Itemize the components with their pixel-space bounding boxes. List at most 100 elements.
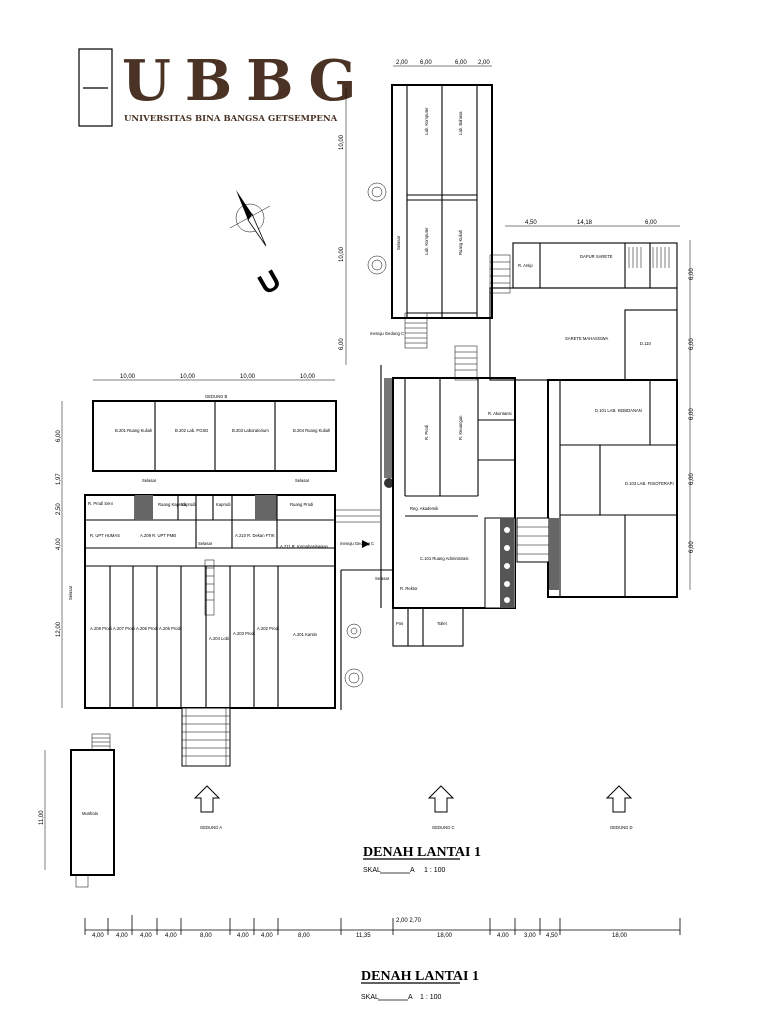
dim-text: 18,00 [612,933,628,939]
room-label: A.202 Prodi [257,626,279,631]
dim-text: 8,00 [298,933,310,939]
dim-text: 6,00 [645,220,657,226]
room-label: R. Arsip [518,263,533,268]
room-label: R. Prodi [424,425,429,440]
dim-text: 6,00 [339,338,345,350]
dim-text: 12,00 [56,621,62,637]
entrance-label: GEDUNG D [610,825,633,830]
room-label: B.203 Laboratorium [232,428,269,433]
room-label: R. Prodi Seni [88,501,113,506]
room-label: Selasar [68,585,73,600]
mushola-building: 11,00 Mushola [39,733,115,888]
scale-value: 1 : 100 [424,867,446,874]
dim-text: 6,00 [455,60,467,66]
dim-text: 4,00 [140,933,152,939]
room-label: Selasar [375,576,390,581]
room-label: B.204 Ruang Kuliah [293,428,331,433]
room-label: D.101 LAB. KEBIDANAN [595,408,642,413]
title-block-1: DENAH LANTAI 1 SKAL A 1 : 100 [363,845,481,874]
room-label: Pos [396,621,403,626]
north-letter: U [253,264,286,301]
room-label: A.204 Lobi [209,636,229,641]
room-label: R. UPT HUMAS [90,533,120,538]
scale-suffix-2: A [408,994,413,1001]
dim-text: 6,00 [689,268,695,280]
dim-text: 14,18 [577,220,593,226]
room-label: Ruang Kaprodi [158,502,186,507]
direction-label: menuju Gedung C [370,331,404,336]
room-label: A.206 Prodi [136,626,158,631]
logo-university-name: UNIVERSITAS BINA BANGSA GETSEMPENA [124,114,338,124]
ubbg-logo: UBBG UNIVERSITAS BINA BANGSA GETSEMPENA [78,48,370,127]
room-label: Lab. Komputer [424,227,429,255]
dim-text: 8,00 [200,933,212,939]
entrance-label: GEDUNG A [200,825,222,830]
room-label: R. Keuangan [458,415,463,440]
plan-title: DENAH LANTAI 1 [363,845,481,860]
dim-text: 2,00 2,70 [396,918,422,924]
room-label: Selasar [142,478,157,483]
entrance-arrow-c: GEDUNG C [427,785,455,830]
dim-text: 4,00 [165,933,177,939]
dim-text: 4,00 [92,933,104,939]
room-label: Kaprodi [216,502,231,507]
building-c-center: R. Prodi R. Keuangan R. Akuntansi Reg. A… [380,345,516,647]
plan-title-2: DENAH LANTAI 1 [361,969,479,984]
building-d-wing: 4,50 14,18 6,00 6,00 6,00 6,00 6,00 6,00… [489,220,695,598]
room-label: Kaprodi [181,502,196,507]
room-label: Selasar [295,478,310,483]
room-label: R. Rektor [400,586,418,591]
dim-text: 4,50 [525,220,537,226]
room-label: R. Akuntansi [488,411,512,416]
room-label: A.208 Prodi [90,626,112,631]
room-label: Toilet [437,621,448,626]
dim-text: 4,00 [116,933,128,939]
dim-text: 4,50 [546,933,558,939]
dim-text: 3,00 [524,933,536,939]
direction-label: menuju Gedung C [340,541,374,546]
dim-text: 10,00 [339,246,345,262]
room-label: SARETE MAHASISWA [565,336,609,341]
entrance-arrow-d: GEDUNG D [605,785,633,830]
room-label: Lab. Bahasa [458,111,463,135]
scale-value-2: 1 : 100 [420,994,442,1001]
north-arrow-icon: U [229,190,286,301]
scale-suffix: A [410,867,415,874]
room-label: A.205 Prodi [159,626,181,631]
dim-text: 2,50 [56,503,62,515]
room-label: Lab. Komputer [424,107,429,135]
dim-text: 11,00 [39,810,45,825]
room-label: Ruang Prodi [290,502,313,507]
room-label: A.201 Kantin [293,632,318,637]
entrance-arrow-a: GEDUNG A [193,785,222,830]
room-label: C.101 Ruang Administrasi [420,556,468,561]
dim-text: 2,00 [396,60,408,66]
dim-text: 10,00 [240,374,256,380]
dim-text: 6,00 [689,473,695,485]
building-a-wing: R. Prodi Seni Ruang Kaprodi Kaprodi Kapr… [68,494,393,767]
dim-text: 1,97 [56,473,62,485]
room-label: D.103 LAB. FISIOTERAPI [625,481,674,486]
tree-icons [344,182,394,688]
room-label: A.209 R. UPT PMB [140,533,176,538]
dim-text: 6,00 [56,430,62,442]
dim-text: 10,00 [180,374,196,380]
building-label: GEDUNG B [205,394,228,399]
dim-text: 6,00 [689,408,695,420]
logo-wordmark: UBBG [122,48,370,114]
dim-text: 6,00 [420,60,432,66]
building-c-wing: 2,00 6,00 6,00 2,00 10,00 10,00 6,00 Lab… [339,60,493,365]
dim-text: 4,00 [56,538,62,550]
room-label: A.207 Prodi [113,626,135,631]
dim-text: 6,00 [689,338,695,350]
room-label: B.201 Ruang Kuliah [115,428,153,433]
entrance-label: GEDUNG C [432,825,455,830]
title-block-2: DENAH LANTAI 1 SKAL A 1 : 100 [361,969,479,1001]
dim-text: 4,00 [497,933,509,939]
room-label: B.202 Lab. PGSD [175,428,208,433]
dim-text: 18,00 [437,933,453,939]
room-label: DAPUR SARETE [580,254,613,259]
room-label: Selasar [198,541,213,546]
room-label: A.203 Prodi [233,631,255,636]
